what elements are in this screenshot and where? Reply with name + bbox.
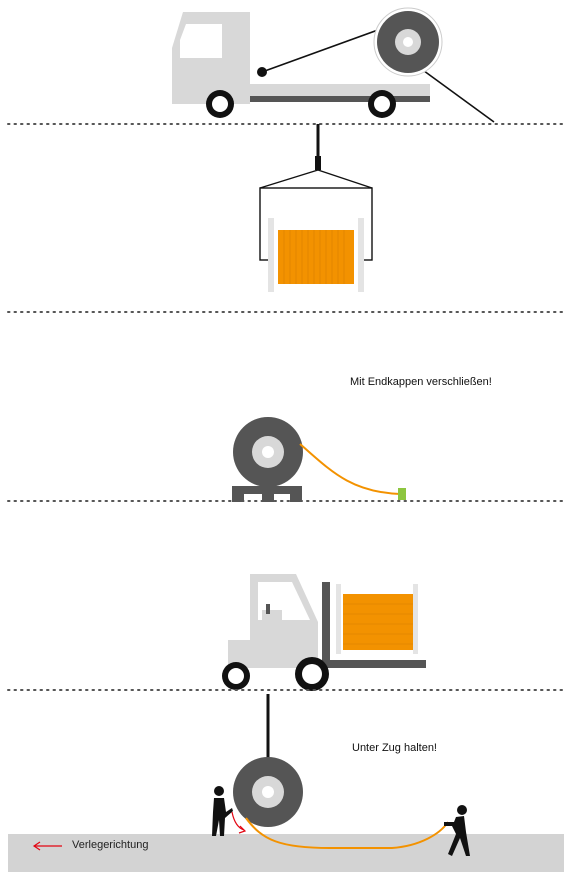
cable-drum-icon (233, 417, 303, 487)
end-cap-icon (398, 488, 406, 500)
pallet-icon (232, 486, 302, 502)
worker-icon (212, 786, 233, 836)
truck-icon (172, 12, 494, 122)
cable-drum-icon (233, 757, 303, 827)
cable-line (300, 444, 400, 494)
end-caps-note: Mit Endkappen verschließen! (350, 376, 492, 388)
tension-note: Unter Zug halten! (352, 742, 437, 754)
cable-drum-icon (374, 8, 442, 76)
cable-drum-side-icon (268, 218, 364, 292)
laying-direction-label: Verlegerichtung (72, 839, 148, 851)
cable-drum-side-icon (336, 584, 418, 654)
